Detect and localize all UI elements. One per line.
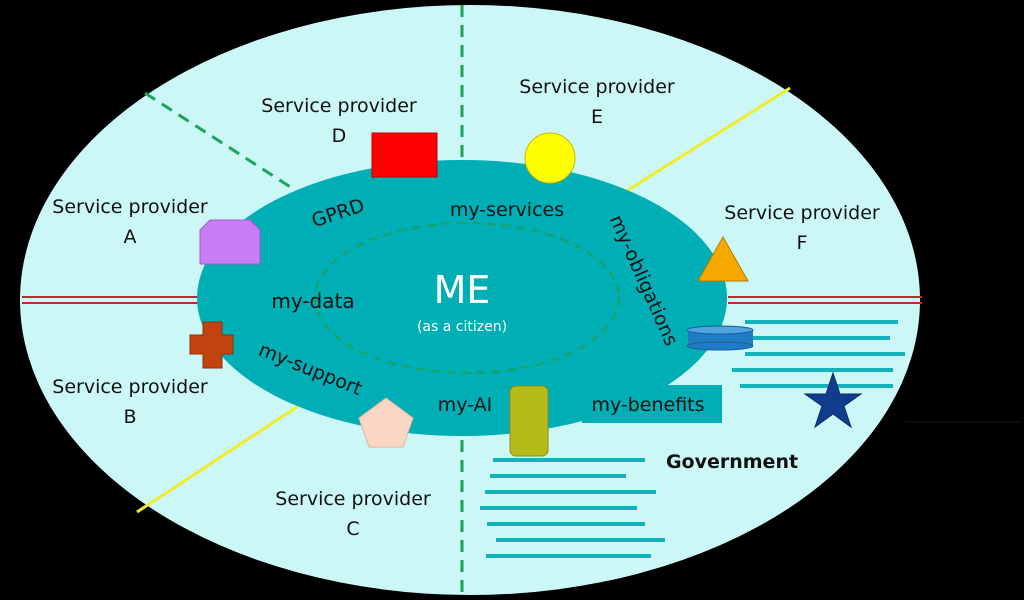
label-my-benefits: my-benefits: [591, 394, 704, 416]
provider-b-line2: B: [123, 406, 136, 428]
provider-d-line1: Service provider: [261, 95, 417, 117]
red-rectangle-icon: [371, 132, 438, 178]
divider-right-red: [728, 296, 922, 304]
provider-e-label: Service provider E: [519, 76, 675, 128]
center-dashed-ellipse: [314, 222, 620, 374]
label-my-data: my-data: [271, 289, 354, 313]
blue-cylinder-icon: [686, 325, 754, 351]
provider-c-line2: C: [346, 518, 359, 540]
divider-upper-left-dashed: [144, 91, 296, 192]
label-my-ai: my-AI: [438, 394, 492, 416]
provider-c-line1: Service provider: [275, 488, 431, 510]
provider-f-label: Service provider F: [724, 202, 880, 254]
divider-left-red: [22, 296, 200, 304]
divider-lines: [22, 5, 922, 595]
provider-b-label: Service provider B: [52, 376, 208, 428]
label-my-services: my-services: [450, 199, 564, 221]
center-subtitle: (as a citizen): [417, 319, 507, 335]
olive-rounded-rect-icon: [509, 385, 549, 457]
provider-e-line1: Service provider: [519, 76, 675, 98]
yellow-circle-icon: [524, 132, 576, 184]
provider-a-label: Service provider A: [52, 196, 208, 248]
brown-cross-icon: [189, 321, 234, 369]
provider-f-line2: F: [797, 232, 808, 254]
divider-lower-left-yellow: [136, 403, 301, 514]
benefits-box: [582, 385, 722, 423]
government-lines-right: [732, 320, 905, 388]
center-title: ME: [434, 268, 491, 312]
provider-d-line2: D: [332, 125, 347, 147]
provider-e-line2: E: [591, 106, 603, 128]
government-label: Government: [666, 451, 798, 473]
inner-ellipse: [197, 160, 727, 436]
provider-a-line2: A: [124, 226, 137, 248]
provider-c-label: Service provider C: [275, 488, 431, 540]
purple-tab-shape-icon: [199, 219, 261, 265]
provider-f-line1: Service provider: [724, 202, 880, 224]
provider-a-line1: Service provider: [52, 196, 208, 218]
pink-pentagon-icon: [358, 397, 414, 448]
provider-d-label: Service provider D: [261, 95, 417, 147]
provider-b-line1: Service provider: [52, 376, 208, 398]
government-lines-bottom: [480, 458, 665, 558]
divider-upper-right-yellow: [624, 86, 791, 194]
navy-star-icon: [803, 371, 863, 429]
orange-triangle-icon: [697, 235, 749, 282]
